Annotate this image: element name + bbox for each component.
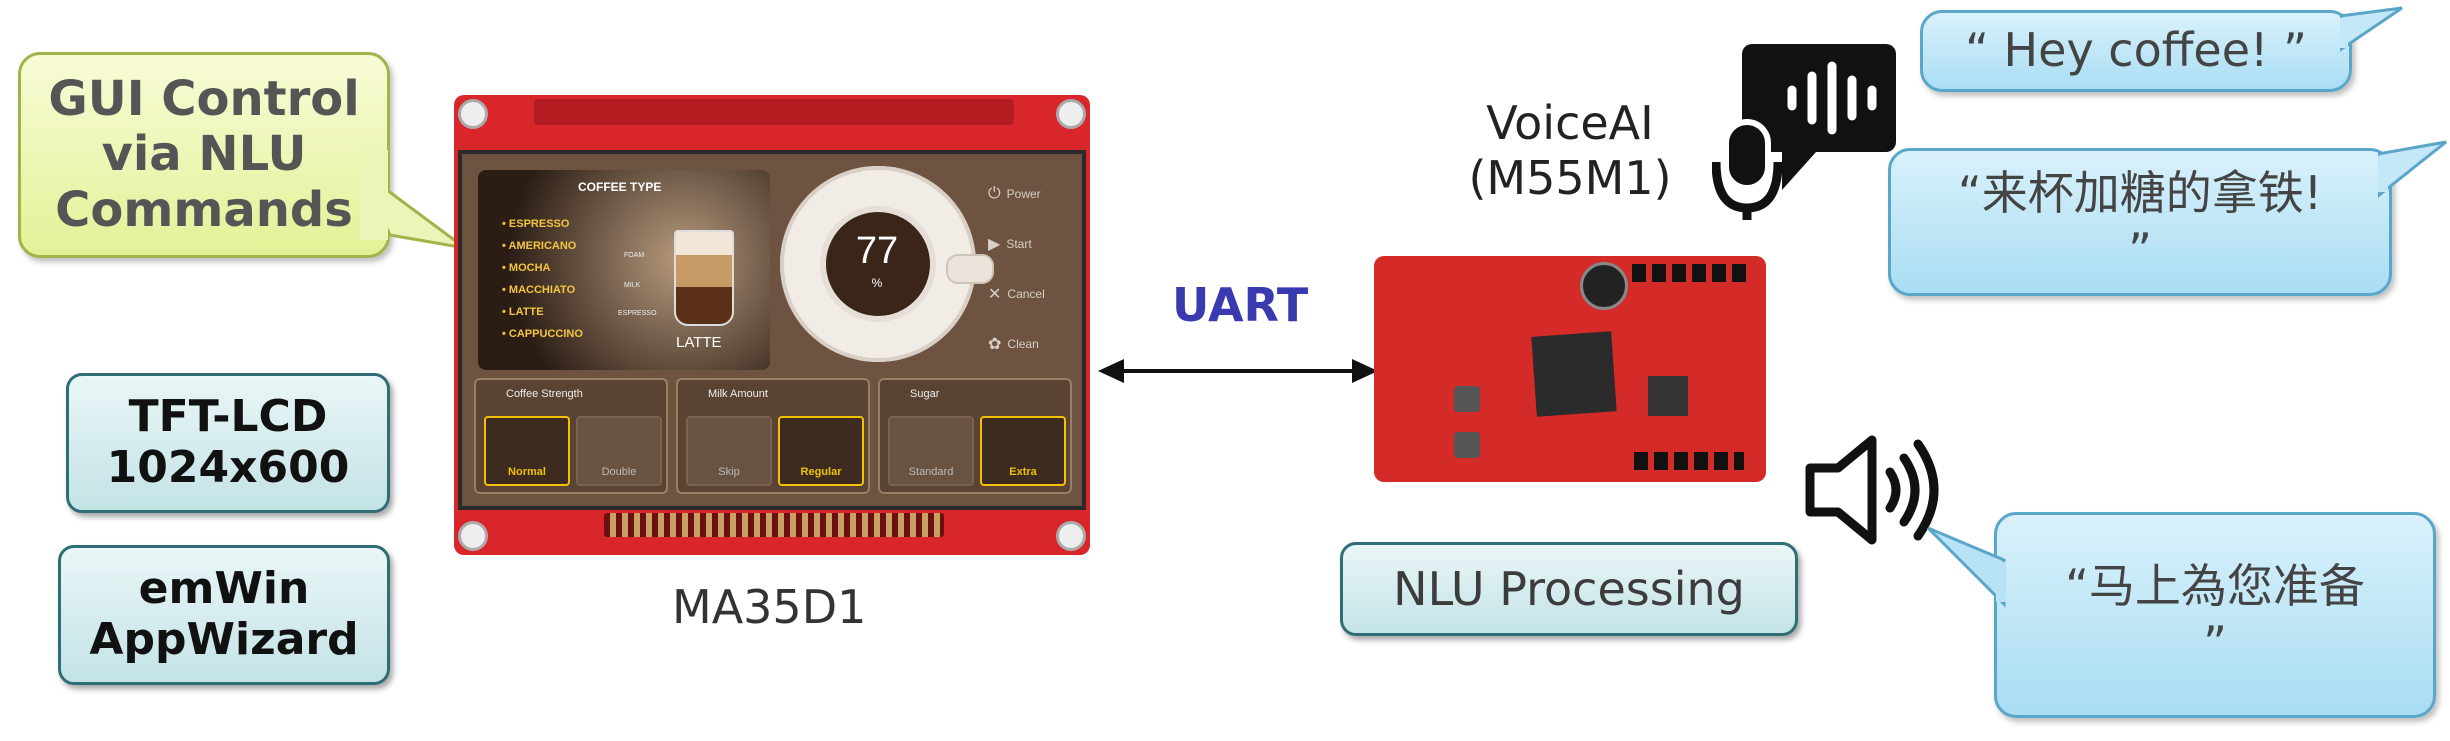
tft-lcd-text: TFT-LCD 1024x600 — [106, 391, 350, 493]
option-label: Skip — [718, 466, 740, 478]
latte-order-text: “来杯加糖的拿铁! ” — [1957, 165, 2323, 278]
option-button[interactable]: Standard — [888, 416, 974, 486]
cup-layer-foam: FOAM — [624, 252, 645, 259]
option-panel-title: Coffee Strength — [506, 388, 583, 400]
speaker-icon — [1805, 435, 1939, 545]
coffee-type-item[interactable]: • MACCHIATO — [502, 284, 576, 296]
coffee-type-item[interactable]: • MOCHA — [502, 262, 551, 274]
board-bottom-header — [604, 513, 944, 537]
option-button[interactable]: Double — [576, 416, 662, 486]
coffee-type-label: CAPPUCCINO — [508, 328, 583, 340]
play-icon: ▶ — [988, 236, 1001, 253]
option-button[interactable]: Normal — [484, 416, 570, 486]
progress-unit: % — [871, 276, 883, 290]
side-button-clean[interactable]: ✿ Clean — [988, 324, 1074, 364]
mount-hole-tr — [1056, 99, 1086, 129]
side-button-label: Start — [1006, 237, 1032, 251]
side-chip — [1648, 376, 1688, 416]
coffee-type-label: AMERICANO — [508, 240, 577, 252]
option-label: Double — [601, 466, 637, 478]
option-panel-title: Milk Amount — [708, 388, 768, 400]
cancel-icon: ✕ — [988, 286, 1002, 303]
progress-value: 77 — [855, 230, 899, 272]
option-label: Regular — [800, 466, 842, 478]
gui-control-text: GUI Control via NLU Commands — [48, 71, 360, 238]
uart-double-arrow — [1098, 359, 1378, 383]
coffee-type-item[interactable]: • AMERICANO — [502, 240, 577, 252]
lcd-screen: COFFEE TYPE • ESPRESSO • AMERICANO • MOCHA… — [458, 150, 1086, 510]
side-button-column: ⏻ Power ▶ Start ✕ Cancel ✿ Clean — [982, 164, 1078, 364]
mount-hole-br — [1056, 521, 1086, 551]
hey-coffee-tail — [2340, 6, 2403, 52]
option-label: Normal — [508, 466, 546, 478]
emwin-text: emWin AppWizard — [89, 563, 359, 665]
main-chip — [1531, 331, 1617, 417]
option-panel-title: Sugar — [910, 388, 940, 400]
option-button[interactable]: Extra — [980, 416, 1066, 486]
coffee-type-label: MACCHIATO — [508, 284, 576, 296]
nlu-processing-box: NLU Processing — [1340, 542, 1798, 636]
option-label: Extra — [1009, 466, 1037, 478]
option-button[interactable]: Regular — [778, 416, 864, 486]
side-button-power[interactable]: ⏻ Power — [988, 174, 1074, 214]
pin-header-bottom — [1634, 452, 1744, 470]
push-button-1 — [1454, 386, 1480, 412]
coffee-type-panel: COFFEE TYPE • ESPRESSO • AMERICANO • MOCHA… — [478, 170, 770, 370]
voiceai-board — [1374, 256, 1766, 482]
cup-layer-milk: MILK — [624, 282, 641, 289]
gui-callout-tail — [360, 150, 466, 250]
prepare-bubble: “马上為您准备 ” — [1994, 512, 2436, 718]
option-label: Standard — [908, 466, 954, 478]
tft-lcd-box: TFT-LCD 1024x600 — [66, 373, 390, 513]
hey-coffee-text: “ Hey coffee! ” — [1965, 23, 2307, 78]
board-top-header — [534, 99, 1014, 125]
gui-control-callout: GUI Control via NLU Commands — [18, 52, 390, 258]
coffee-type-item[interactable]: • LATTE — [502, 306, 544, 318]
mount-hole-bl — [458, 521, 488, 551]
pin-header-top — [1632, 264, 1752, 282]
cup-layer-espresso: ESPRESSO — [618, 310, 657, 317]
mount-hole-tl — [458, 99, 488, 129]
latte-order-tail — [2378, 140, 2447, 198]
push-button-2 — [1454, 432, 1480, 458]
side-button-cancel[interactable]: ✕ Cancel — [988, 274, 1074, 314]
progress-circle — [820, 206, 936, 322]
latte-order-bubble: “来杯加糖的拿铁! ” — [1888, 148, 2392, 296]
mic-module — [1580, 262, 1628, 310]
nlu-processing-text: NLU Processing — [1393, 561, 1745, 616]
power-icon: ⏻ — [988, 185, 1001, 202]
uart-label: UART — [1172, 278, 1309, 332]
coffee-type-title: COFFEE TYPE — [578, 180, 662, 194]
side-button-start[interactable]: ▶ Start — [988, 224, 1074, 264]
selected-coffee-name: LATTE — [676, 334, 722, 351]
side-button-label: Power — [1006, 187, 1041, 201]
cup-handle — [946, 254, 994, 284]
prepare-text: “马上為您准备 ” — [2065, 558, 2365, 671]
coffee-type-label: MOCHA — [508, 262, 551, 274]
hey-coffee-bubble: “ Hey coffee! ” — [1920, 10, 2352, 92]
coffee-type-label: ESPRESSO — [508, 218, 570, 230]
clean-icon: ✿ — [988, 336, 1002, 353]
prepare-tail — [1926, 526, 2006, 608]
emwin-box: emWin AppWizard — [58, 545, 390, 685]
coffee-type-label: LATTE — [508, 306, 544, 318]
voiceai-label: VoiceAI (M55M1) — [1468, 96, 1672, 206]
option-button[interactable]: Skip — [686, 416, 772, 486]
coffee-type-item[interactable]: • CAPPUCCINO — [502, 328, 583, 340]
ma35d1-label: MA35D1 — [672, 580, 867, 634]
coffee-type-item[interactable]: • ESPRESSO — [502, 218, 570, 230]
side-button-label: Clean — [1007, 337, 1039, 351]
microphone-voice-icon — [1712, 44, 1896, 220]
latte-glass-icon — [674, 230, 734, 326]
side-button-label: Cancel — [1007, 287, 1045, 301]
